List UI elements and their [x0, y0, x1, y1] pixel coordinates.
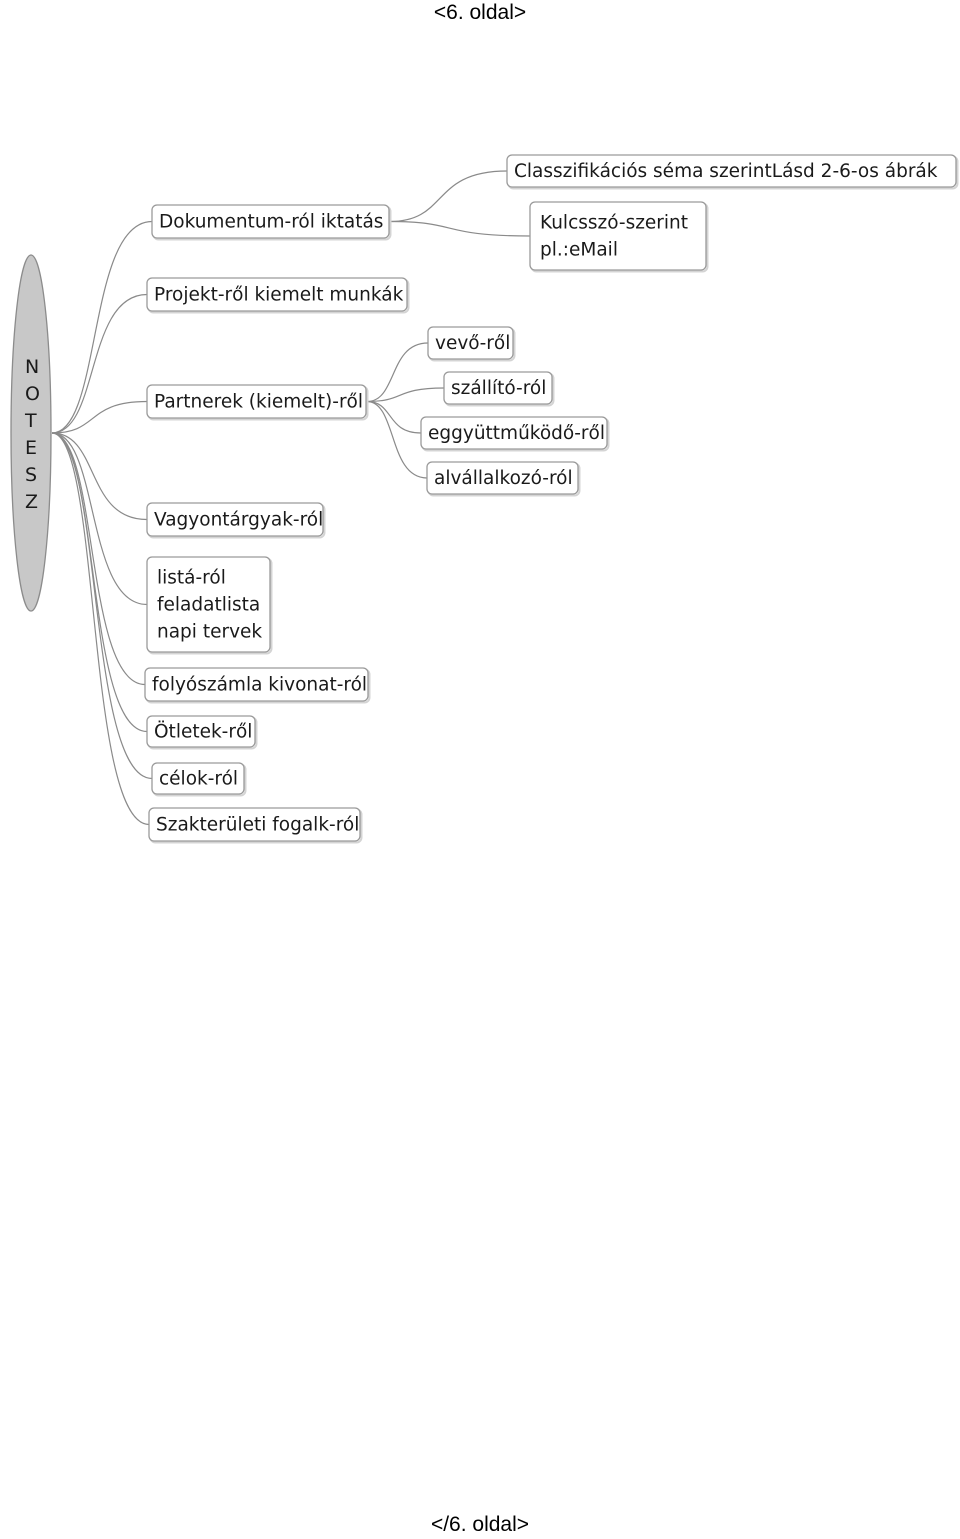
link-partnerek-egyuttmukodo: [366, 400, 422, 434]
link-root-celok: [51, 432, 153, 780]
node-label: Ötletek-ről: [154, 721, 252, 743]
node-label: Dokumentum-ról iktatás: [159, 212, 383, 233]
child-node-classzifikacios: Classzifikációs séma szerintLásd 2-6-os …: [506, 154, 959, 190]
link-root-projekt: [51, 293, 148, 434]
branch-node-vagyontargyak: Vagyontárgyak-ról: [146, 502, 326, 539]
node-label: vevő-ről: [435, 333, 510, 354]
node-box: [151, 762, 245, 795]
child-node-egyuttmukodo: eggyüttműködő-ről: [420, 416, 610, 452]
child-node-vevo: vevő-ről: [427, 326, 516, 362]
branch-node-szakteruleti: Szakterületi fogalk-ról: [148, 807, 363, 844]
link-root-folyoszamla: [51, 432, 146, 686]
link-root-otletek: [51, 432, 148, 733]
node-box: [443, 371, 553, 405]
node-label: alvállalkozó-ról: [434, 468, 573, 489]
child-node-szallito: szállító-ról: [443, 371, 555, 407]
node-box: [146, 277, 408, 312]
link-root-partnerek: [51, 400, 148, 434]
node-box: [427, 326, 514, 360]
branch-node-folyoszamla: folyószámla kivonat-ról: [144, 667, 371, 704]
node-label: célok-ról: [159, 769, 238, 790]
link-dokumentum-kulcsszo: [389, 220, 531, 237]
root-letter: Z: [25, 491, 38, 513]
node-label: folyószámla kivonat-ról: [152, 675, 367, 696]
link-partnerek-alvallalkozo: [366, 400, 428, 479]
node-label: Vagyontárgyak-ról: [154, 510, 323, 531]
node-box: [144, 667, 369, 702]
node-label: eggyüttműködő-ről: [428, 423, 605, 444]
root-letter: T: [24, 410, 37, 432]
node-box: [151, 204, 390, 239]
root-letter: S: [25, 464, 37, 486]
node-box: [420, 416, 608, 450]
node-box: [426, 461, 579, 495]
node-label: Classzifikációs séma szerintLásd 2-6-os …: [514, 161, 938, 182]
link-dokumentum-classzifikacios: [389, 170, 508, 223]
branch-node-lista: listá-ról feladatlista napi tervek: [146, 556, 273, 655]
root-letter: O: [25, 383, 40, 405]
node-box: [529, 201, 707, 271]
node-box: [146, 715, 256, 748]
root-letter: N: [25, 356, 39, 378]
node-label: Projekt-ről kiemelt munkák: [154, 285, 404, 306]
link-root-szakteruleti: [51, 432, 150, 826]
link-root-vagyontargyak: [51, 432, 148, 521]
link-root-lista: [51, 432, 148, 606]
branch-node-otletek: Ötletek-ről: [146, 715, 258, 750]
node-label: listá-ról: [157, 568, 226, 589]
root-ellipse: [10, 254, 52, 612]
node-box: [148, 807, 361, 842]
node-label: szállító-ról: [451, 378, 546, 399]
node-box: [506, 154, 957, 188]
node-box: [146, 556, 271, 653]
node-label: napi tervek: [157, 622, 262, 643]
node-box: [146, 384, 367, 419]
child-node-alvallalkozo: alvállalkozó-ról: [426, 461, 581, 497]
child-node-kulcsszo: Kulcsszó-szerint pl.:eMail: [529, 201, 709, 273]
node-label: pl.:eMail: [540, 240, 618, 261]
node-box: [146, 502, 324, 537]
branch-node-partnerek: Partnerek (kiemelt)-ről: [146, 384, 369, 421]
node-label: Partnerek (kiemelt)-ről: [154, 392, 363, 413]
node-label: feladatlista: [157, 595, 260, 616]
link-root-dokumentum: [51, 220, 153, 434]
node-label: Szakterületi fogalk-ról: [156, 815, 359, 836]
branch-node-dokumentum: Dokumentum-ról iktatás: [151, 204, 392, 241]
branch-node-celok: célok-ról: [151, 762, 247, 797]
branch-node-projekt: Projekt-ről kiemelt munkák: [146, 277, 410, 314]
root-letter: E: [25, 437, 37, 459]
page-footer: </6. oldal>: [430, 1513, 530, 1536]
node-label: Kulcsszó-szerint: [540, 213, 688, 234]
link-partnerek-szallito: [366, 387, 445, 403]
page-header: <6. oldal>: [433, 1, 527, 24]
link-partnerek-vevo: [366, 342, 429, 403]
mind-map-links: [51, 170, 531, 826]
